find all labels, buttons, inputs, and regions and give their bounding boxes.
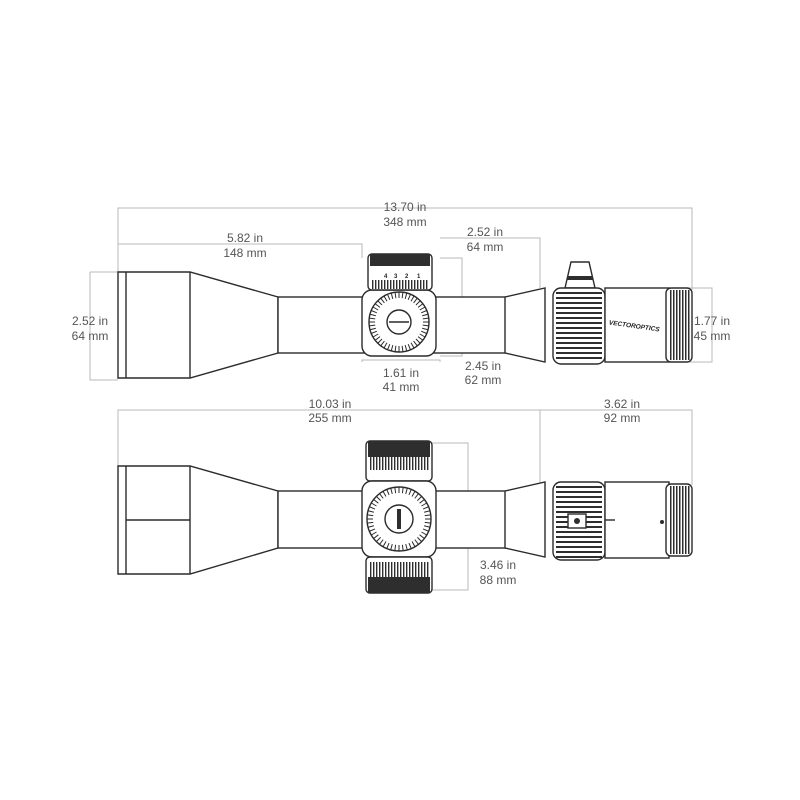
eyepiece-length-mm: 92 mm: [604, 411, 641, 425]
overall-length-mm: 348 mm: [383, 215, 426, 229]
side-turret-knurl-top: [370, 457, 429, 470]
objective-to-ring-in: 10.03 in: [309, 397, 352, 411]
top-view: 4 3 2 1 VECTOROPTICS 13.70 in 348 mm 5.8…: [72, 200, 731, 394]
turret-number-2: 2: [405, 274, 409, 280]
turret-number-4: 4: [384, 274, 388, 280]
turret-to-ocular-mm: 64 mm: [467, 240, 504, 254]
throw-lever: [564, 261, 596, 289]
side-parallax-knob-ticks: [367, 487, 431, 551]
turret-width-mm: 41 mm: [383, 380, 420, 394]
turret-number-3: 3: [394, 274, 398, 280]
side-diopter-knurl: [670, 486, 690, 554]
side-main-tube: [277, 490, 369, 549]
objective-diameter-mm: 64 mm: [72, 329, 109, 343]
objective-to-turret-mm: 148 mm: [223, 246, 266, 260]
turret-width-in: 1.61 in: [383, 366, 419, 380]
eyepiece-diameter-in: 1.77 in: [694, 314, 730, 328]
top-parallax-knob-ticks: [369, 292, 429, 352]
top-main-tube: [277, 296, 369, 354]
turret-height-mm: 88 mm: [480, 573, 517, 587]
top-objective-bell: [117, 271, 279, 379]
overall-length-in: 13.70 in: [384, 200, 427, 214]
turret-height-in: 3.46 in: [480, 558, 516, 572]
top-power-ring-knurl: [556, 292, 602, 359]
turret-to-ocular-in: 2.52 in: [467, 225, 503, 239]
top-eyepiece: [604, 287, 670, 363]
objective-to-ring-mm: 255 mm: [308, 411, 351, 425]
eyepiece-length-in: 3.62 in: [604, 397, 640, 411]
tube-section-mm: 62 mm: [465, 373, 502, 387]
side-view: 10.03 in 255 mm 3.62 in 92 mm 3.46 in 88…: [117, 397, 693, 594]
tube-section-in: 2.45 in: [465, 359, 501, 373]
objective-to-turret-in: 5.82 in: [227, 231, 263, 245]
side-turret-knurl-bottom: [370, 562, 429, 577]
top-diopter-knurl: [670, 290, 690, 360]
objective-diameter-in: 2.52 in: [72, 314, 108, 328]
turret-number-1: 1: [417, 274, 421, 280]
eyepiece-diameter-mm: 45 mm: [694, 329, 731, 343]
top-turret-knurl: [372, 280, 428, 289]
